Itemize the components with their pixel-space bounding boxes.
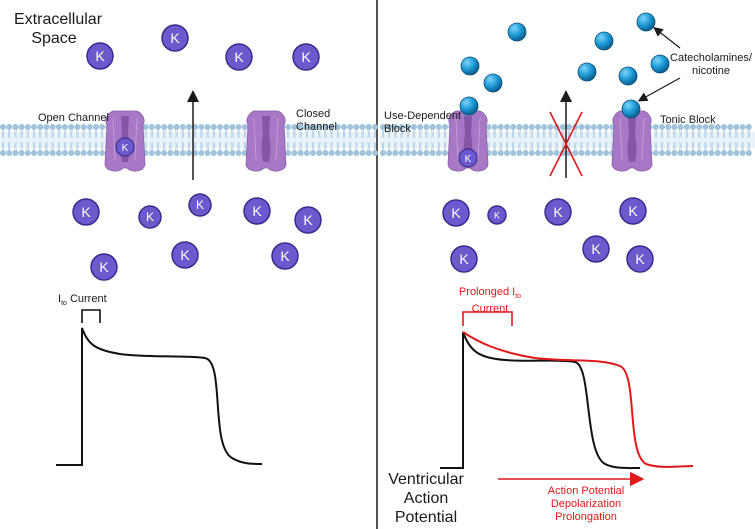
- ion-symbol: K: [196, 198, 204, 212]
- ion-symbol: K: [280, 248, 290, 264]
- potassium-ion-icon: K: [544, 198, 572, 226]
- potassium-ion-icon: K: [442, 199, 470, 227]
- drug-molecule-icon: [621, 99, 641, 119]
- catecholamines-line1: Catecholamines/: [670, 52, 752, 64]
- drug-molecule-icon: [483, 73, 503, 93]
- ito-bracket-left: [81, 309, 101, 323]
- potassium-ion-icon: K: [86, 42, 114, 70]
- drug-molecule-icon: [650, 54, 670, 74]
- drug-molecule-icon: [507, 22, 527, 42]
- potassium-ion-icon: K: [90, 253, 118, 281]
- ap-prolongation-line2: Depolarization: [550, 498, 622, 510]
- action-potential-trace-left: [56, 327, 263, 466]
- use-dependent-line2: Block: [384, 123, 411, 135]
- extracellular-label-line1: Extracellular: [14, 11, 103, 28]
- ion-symbol: K: [465, 154, 472, 165]
- potassium-ion-icon: K: [450, 245, 478, 273]
- catecholamines-label: Catecholamines/ nicotine: [668, 52, 754, 78]
- potassium-ion-icon: K: [294, 206, 322, 234]
- closed-channel-icon: [245, 110, 287, 172]
- potassium-ion-icon: K: [72, 198, 100, 226]
- ion-symbol: K: [301, 49, 311, 65]
- ion-symbol: K: [303, 212, 313, 228]
- ion-symbol: K: [234, 49, 244, 65]
- ap-prolongation-label: Action Potential Depolarization Prolonga…: [526, 485, 646, 524]
- tonic-block-channel-icon: [611, 110, 653, 172]
- ion-symbol: K: [451, 205, 461, 221]
- ventricular-ap-line2: Action: [403, 490, 449, 507]
- ap-prolongation-line3: Prolongation: [555, 511, 617, 523]
- drug-molecule-icon: [460, 56, 480, 76]
- prolonged-ito-subscript: to: [515, 293, 522, 301]
- potassium-ion-icon: K: [626, 245, 654, 273]
- drug-molecule-icon: [459, 96, 479, 116]
- ion-symbol: K: [146, 210, 154, 224]
- drug-molecule-icon: [636, 12, 656, 32]
- action-potential-trace-right: [440, 331, 694, 470]
- block-x-icon: [549, 111, 583, 177]
- potassium-ion-icon: K: [138, 205, 162, 229]
- potassium-ion-in-channel: K: [115, 137, 135, 157]
- prolonged-ito-prefix: Prolonged I: [458, 286, 516, 298]
- potassium-ion-icon: K: [243, 197, 271, 225]
- ito-current-subscript: to: [61, 300, 67, 308]
- open-channel-icon: K: [104, 110, 146, 172]
- ion-symbol: K: [635, 251, 645, 267]
- potassium-ion-icon: K: [487, 205, 507, 225]
- closed-channel-line2: Channel: [296, 121, 337, 133]
- catecholamines-line2: nicotine: [692, 65, 730, 77]
- potassium-ion-in-channel: K: [458, 148, 478, 168]
- ion-symbol: K: [252, 203, 262, 219]
- prolonged-ito-line2: Current: [471, 303, 509, 316]
- closed-channel-label: Closed Channel: [296, 108, 337, 134]
- drug-molecule-icon: [594, 31, 614, 51]
- ion-symbol: K: [459, 251, 469, 267]
- ion-symbol: K: [628, 203, 638, 219]
- ventricular-ap-line1: Ventricular: [388, 471, 464, 488]
- ion-symbol: K: [99, 259, 109, 275]
- ion-symbol: K: [553, 204, 563, 220]
- ion-symbol: K: [122, 143, 129, 154]
- catecholamine-pointer-arrow-2: [637, 77, 681, 102]
- potassium-ion-icon: K: [582, 235, 610, 263]
- ion-symbol: K: [591, 241, 601, 257]
- ion-symbol: K: [81, 204, 91, 220]
- use-dependent-line1: Use-Dependent: [384, 110, 462, 122]
- catecholamine-pointer-arrow-1: [653, 27, 681, 49]
- ap-prolongation-line1: Action Potential: [547, 485, 625, 497]
- ventricular-ap-label: Ventricular Action Potential: [386, 470, 466, 527]
- tonic-block-label: Tonic Block: [660, 114, 716, 126]
- use-dependent-channel-icon: K: [447, 110, 489, 172]
- potassium-ion-icon: K: [171, 241, 199, 269]
- use-dependent-block-label: Use-Dependent Block: [384, 110, 461, 136]
- potassium-ion-icon: K: [161, 24, 189, 52]
- ion-symbol: K: [95, 48, 105, 64]
- ito-current-suffix: Current: [66, 293, 107, 305]
- ito-current-prefix: I: [58, 293, 62, 305]
- potassium-ion-icon: K: [225, 43, 253, 71]
- extracellular-space-label: Extracellular Space: [14, 10, 103, 48]
- drug-molecule-icon: [618, 66, 638, 86]
- prolonged-ito-bracket: [462, 311, 513, 326]
- ion-symbol: K: [170, 30, 180, 46]
- ventricular-ap-line3: Potential: [394, 509, 458, 526]
- ito-current-label: Ito Current: [58, 293, 107, 310]
- extracellular-label-line2: Space: [31, 30, 77, 47]
- prolonged-ito-label: Prolonged Ito Current: [449, 286, 531, 316]
- ion-symbol: K: [180, 247, 190, 263]
- potassium-ion-icon: K: [271, 242, 299, 270]
- potassium-ion-icon: K: [292, 43, 320, 71]
- potassium-ion-icon: K: [619, 197, 647, 225]
- open-channel-label: Open Channel: [38, 112, 109, 124]
- potassium-ion-icon: K: [188, 193, 212, 217]
- ion-symbol: K: [494, 210, 500, 220]
- closed-channel-line1: Closed: [296, 108, 331, 120]
- drug-molecule-icon: [577, 62, 597, 82]
